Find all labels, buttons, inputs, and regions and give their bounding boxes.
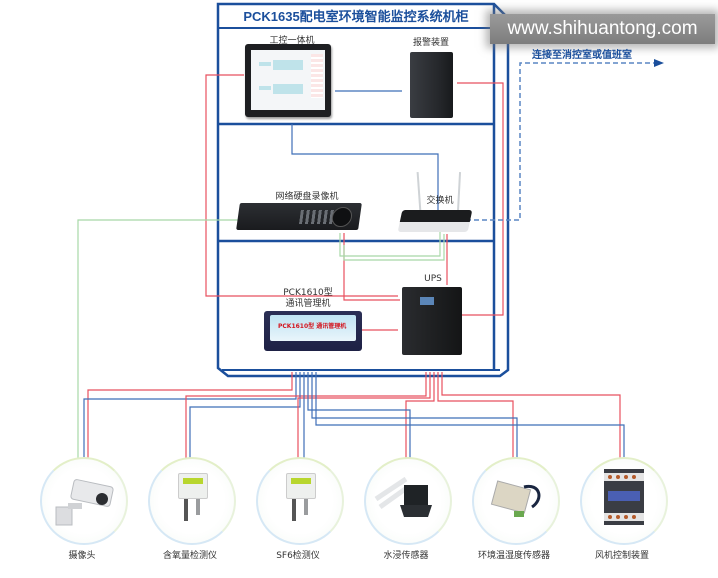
temp-humidity-sensor-node[interactable]: [472, 457, 560, 545]
oxygen-detector-label: 含氧量检测仪: [162, 551, 217, 561]
camera-node[interactable]: [40, 457, 128, 545]
alarm-device-icon[interactable]: [410, 52, 453, 118]
water-sensor-label: 水浸传感器: [383, 551, 429, 561]
ups-label: UPS: [424, 274, 442, 284]
field-bus: [83, 372, 625, 458]
water-sensor-icon: [374, 476, 432, 517]
oxygen-detector-cable: [184, 499, 188, 521]
cabinet-title: PCK1635配电室环境智能监控系统机柜: [243, 9, 469, 24]
pc-to-switch-line: [291, 124, 439, 212]
watermark: www.shihuantong.com: [490, 14, 715, 44]
cabinet-frame: [216, 2, 510, 378]
external-link-line: [466, 62, 654, 221]
comm-manager-icon[interactable]: PCK1610型 通讯管理机: [264, 311, 362, 351]
switch-label: 交换机: [426, 196, 454, 206]
oxygen-detector-node[interactable]: [148, 457, 236, 545]
industrial-pc-label: 工控一体机: [269, 36, 315, 46]
oxygen-detector-probe: [196, 499, 200, 515]
sf6-detector-node[interactable]: [256, 457, 344, 545]
alarm-ups-power-line: [457, 82, 504, 316]
external-link-arrow: [654, 59, 664, 67]
comm-manager-face-text: PCK1610型 通讯管理机: [278, 323, 347, 330]
sf6-detector-cable: [292, 499, 296, 521]
camera-label: 摄像头: [68, 551, 96, 561]
camera-icon: [55, 479, 114, 526]
fan-controller-label: 风机控制装置: [594, 551, 649, 561]
comm-manager-label-line2: 通讯管理机: [285, 299, 331, 309]
temp-humidity-sensor-icon: [490, 480, 541, 517]
industrial-pc-icon[interactable]: [245, 44, 331, 117]
water-sensor-node[interactable]: [364, 457, 452, 545]
nvr-label: 网络硬盘录像机: [275, 192, 339, 202]
fan-controller-node[interactable]: [580, 457, 668, 545]
comm-manager-label-line1: PCK1610型: [283, 288, 333, 298]
switch-icon[interactable]: [397, 210, 473, 232]
sf6-detector-label: SF6检测仪: [276, 551, 320, 561]
nvr-icon[interactable]: [236, 203, 362, 230]
ups-icon[interactable]: [402, 287, 462, 355]
external-link-label: 连接至消控室或值班室: [532, 50, 632, 61]
temp-humidity-sensor-label: 环境温湿度传感器: [477, 551, 550, 561]
sf6-detector-probe: [304, 499, 308, 515]
fan-controller-icon: [604, 469, 644, 525]
nvr-camera-video-line: [77, 219, 238, 458]
pc-power-line: [205, 74, 398, 297]
alarm-device-label: 报警装置: [412, 38, 449, 48]
